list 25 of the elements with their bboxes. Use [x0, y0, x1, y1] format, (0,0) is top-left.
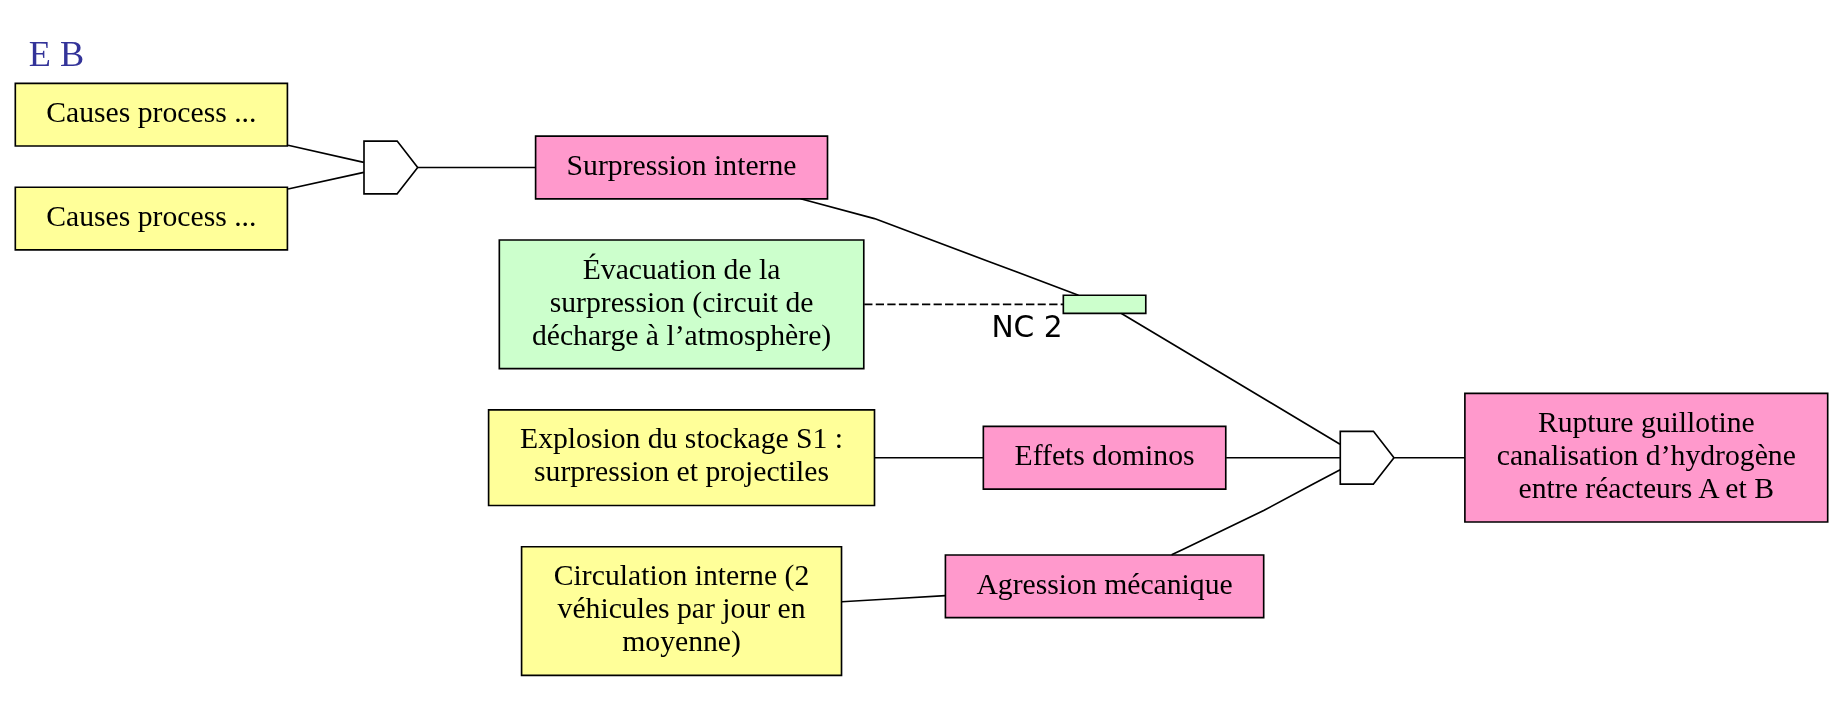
node-label: NC 2: [991, 308, 1063, 344]
connector: [1170, 468, 1342, 556]
connector: [799, 197, 1080, 296]
node-gate: [363, 139, 419, 195]
node-gate: [1339, 430, 1395, 485]
node-box: Causes process ...: [14, 185, 289, 251]
connector: [1225, 456, 1341, 459]
connector: [287, 143, 365, 163]
diagram-title: E B: [28, 33, 85, 74]
connector: [287, 171, 365, 190]
node-box: Évacuation de la surpression (circuit de décharge à l’atmosphère): [498, 238, 865, 369]
node-box: Agression mécanique: [944, 553, 1265, 618]
node-box: Surpression interne: [534, 134, 829, 200]
node-box: Rupture guillotine canalisation d’hydrogène entre réacteurs A et B: [1464, 392, 1829, 523]
connector: [417, 166, 536, 168]
connector: [873, 456, 985, 459]
connector: [1120, 312, 1341, 445]
connector: [863, 303, 1065, 305]
connector: [841, 594, 947, 603]
connector: [1393, 456, 1466, 459]
node-bar: [1062, 293, 1147, 314]
node-box: Effets dominos: [982, 425, 1227, 490]
node-box: Causes process ...: [14, 82, 289, 147]
node-box: Explosion du stockage S1 : surpression et projectiles: [487, 408, 876, 506]
node-box: Circulation interne (2 véhicules par jour en moyenne): [520, 545, 843, 676]
